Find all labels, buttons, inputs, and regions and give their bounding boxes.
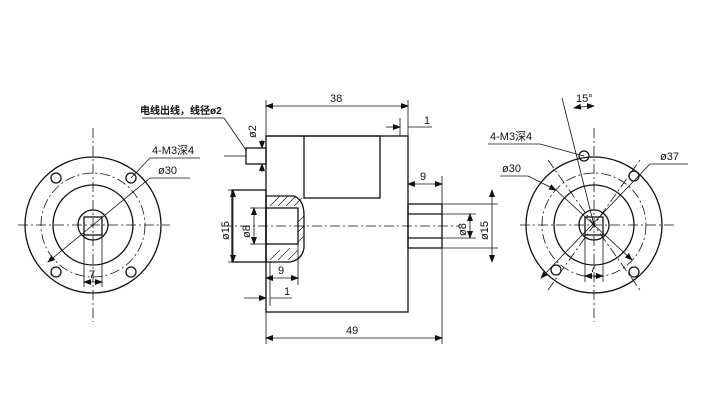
left-pcd-label: ø30	[158, 165, 177, 177]
right-inner-dia-label: ø8	[457, 223, 469, 236]
left-end-view: 4-M3深4 ø30 7	[18, 128, 200, 322]
mount-hole	[125, 172, 137, 184]
right-end-view: 15° 4-M3深4 ø30 ø37 7	[488, 93, 688, 322]
right-key-label: 7	[590, 263, 596, 275]
mount-hole	[628, 266, 640, 278]
cable-stub	[245, 147, 267, 165]
left-hole-leader	[130, 157, 151, 179]
cable-note: 电线出线，线径ø2	[140, 104, 222, 117]
right-outer-dia-label: ø37	[660, 151, 679, 163]
angle-label: 15°	[576, 93, 593, 105]
front-view: 38 1 电线出线，线径ø2 ø2 ø15 ø8 9 1	[140, 93, 498, 344]
left-key-slot	[83, 216, 103, 236]
mount-hole	[125, 266, 137, 278]
right-outer-dia-line	[540, 163, 651, 279]
mount-hole	[50, 172, 62, 184]
left-key-label: 7	[89, 269, 95, 281]
mount-hole	[50, 266, 62, 278]
right-pcd-label: ø30	[502, 163, 521, 175]
right-shaft-len-label: 9	[420, 171, 426, 183]
right-key-slot	[584, 216, 604, 236]
left-pcd-dim-line	[47, 177, 151, 263]
cable-outlet-box	[303, 135, 381, 199]
left-outer-dia-label: ø15	[220, 221, 232, 240]
section-cut	[265, 195, 305, 263]
left-gap-label: 1	[284, 286, 290, 298]
section-hatching	[269, 195, 305, 261]
left-hole-note: 4-M3深4	[152, 144, 194, 157]
right-gap-label: 1	[424, 115, 430, 127]
mount-hole	[628, 170, 640, 182]
right-outer-dia-label: ø15	[479, 221, 491, 240]
mount-hole	[550, 264, 562, 276]
left-shaft-len-label: 9	[278, 265, 284, 277]
mount-hole	[578, 150, 590, 162]
left-inner-dia-label: ø8	[241, 225, 253, 238]
cable-dia-label: ø2	[247, 125, 259, 138]
right-hole-note: 4-M3深4	[490, 130, 532, 143]
right-pcd-dim-line	[555, 189, 633, 261]
body-length-label: 38	[330, 93, 342, 105]
angle-arc	[573, 103, 595, 110]
left-mount-holes	[50, 172, 137, 278]
overall-length-label: 49	[346, 325, 358, 337]
right-mount-holes	[550, 150, 640, 278]
